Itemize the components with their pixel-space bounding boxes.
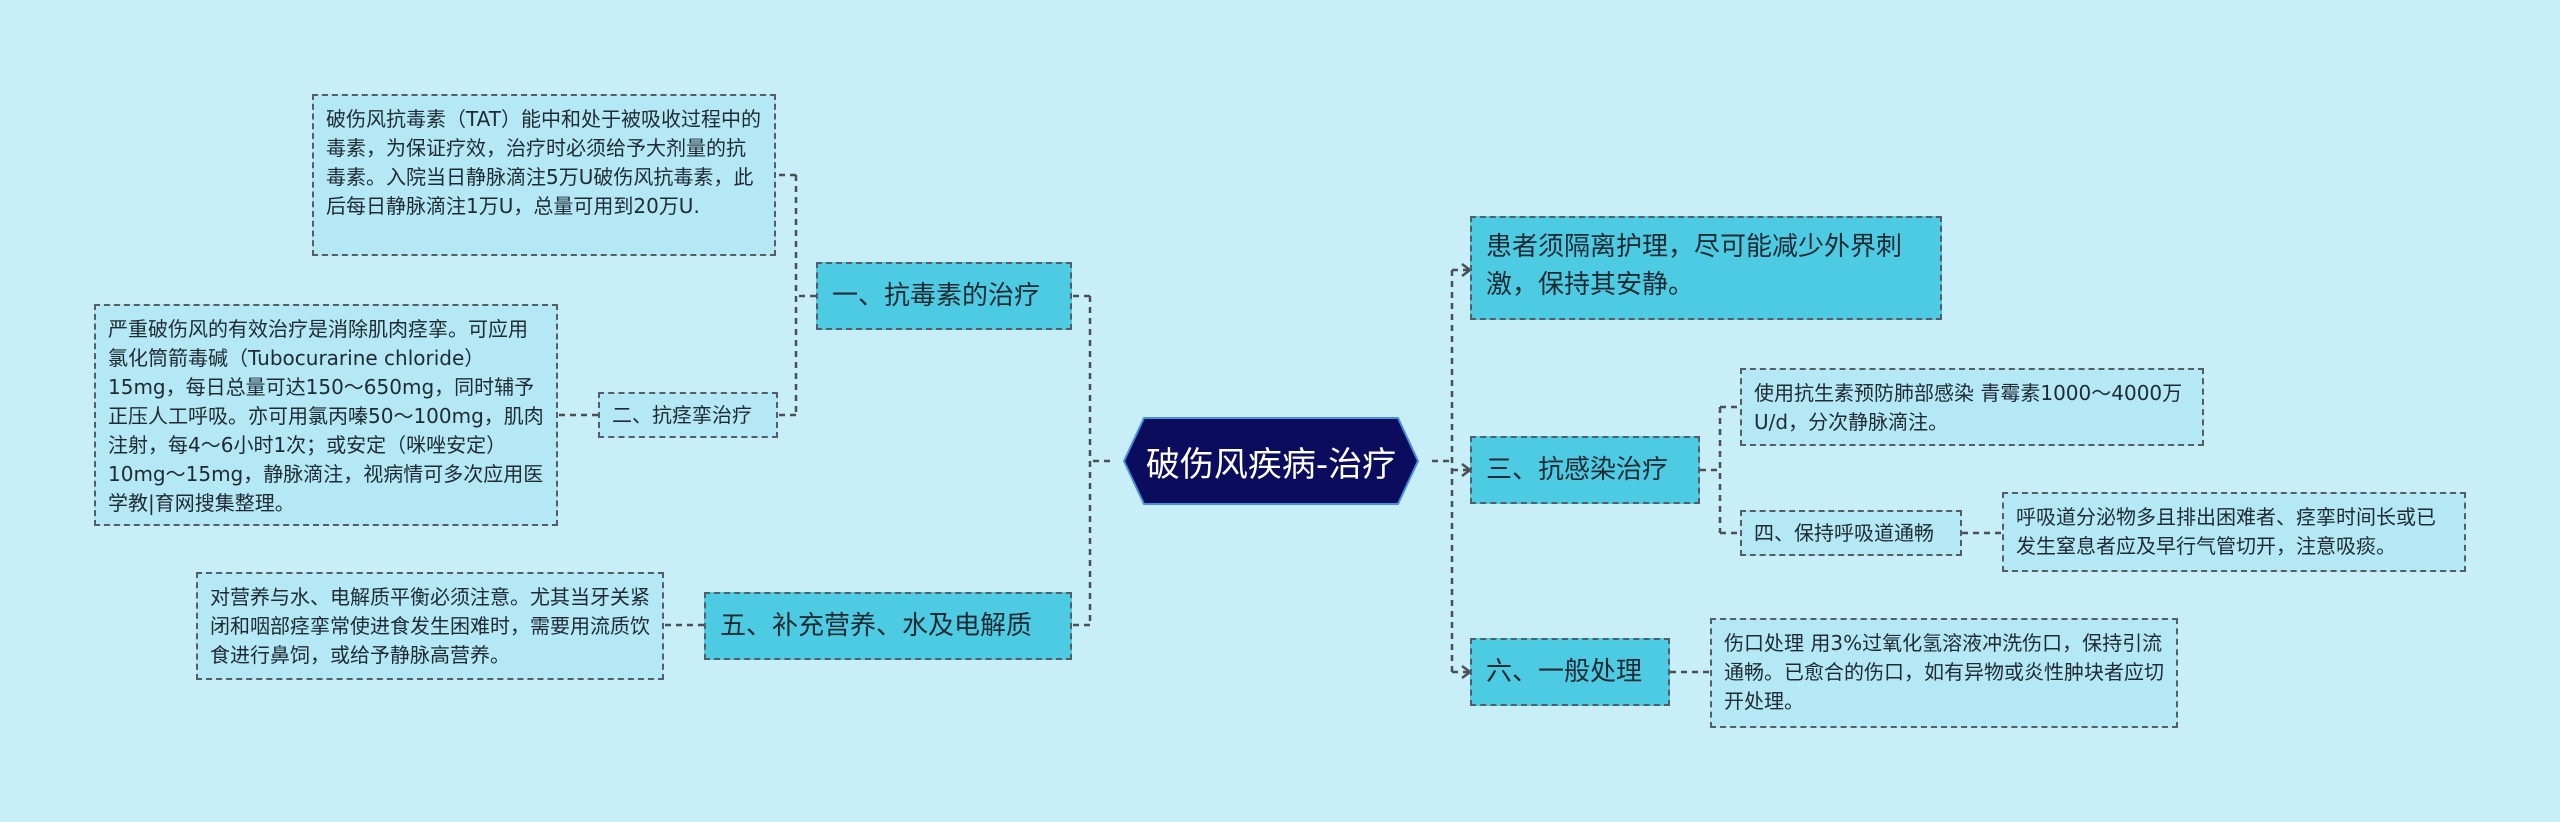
b4-detail-node[interactable]: 呼吸道分泌物多且排出困难者、痉挛时间长或已发生窒息者应及早行气管切开，注意吸痰。 (2002, 492, 2466, 572)
b1-branch-node[interactable]: 一、抗毒素的治疗 (816, 262, 1072, 330)
b6-detail-text: 伤口处理 用3%过氧化氢溶液冲洗伤口，保持引流通畅。已愈合的伤口，如有异物或炎性… (1724, 631, 2164, 713)
b4-branch-node[interactable]: 四、保持呼吸道通畅 (1740, 510, 1962, 556)
isolation-node[interactable]: 患者须隔离护理，尽可能减少外界刺激，保持其安静。 (1470, 216, 1942, 320)
b5-label: 五、补充营养、水及电解质 (720, 611, 1033, 641)
root-label: 破伤风疾病-治疗 (1145, 444, 1397, 485)
b6-branch-node[interactable]: 六、一般处理 (1470, 638, 1670, 706)
b5-detail-text: 对营养与水、电解质平衡必须注意。尤其当牙关紧闭和咽部痉挛常使进食发生困难时，需要… (210, 585, 650, 667)
b6-label: 六、一般处理 (1486, 657, 1643, 687)
root-node[interactable]: 破伤风疾病-治疗 (1110, 414, 1432, 508)
b4-label: 四、保持呼吸道通畅 (1754, 521, 1934, 545)
b5-branch-node[interactable]: 五、补充营养、水及电解质 (704, 592, 1072, 660)
root-hexagon (1122, 417, 1420, 505)
b5-detail-node[interactable]: 对营养与水、电解质平衡必须注意。尤其当牙关紧闭和咽部痉挛常使进食发生困难时，需要… (196, 572, 664, 680)
b1-label: 一、抗毒素的治疗 (832, 281, 1041, 311)
b3-detail-node[interactable]: 使用抗生素预防肺部感染 青霉素1000～4000万U/d，分次静脉滴注。 (1740, 368, 2204, 446)
b4-detail-text: 呼吸道分泌物多且排出困难者、痉挛时间长或已发生窒息者应及早行气管切开，注意吸痰。 (2016, 505, 2436, 558)
b3-label: 三、抗感染治疗 (1486, 455, 1669, 485)
b1-detail-node[interactable]: 破伤风抗毒素（TAT）能中和处于被吸收过程中的毒素，为保证疗效，治疗时必须给予大… (312, 94, 776, 256)
b2-label: 二、抗痉挛治疗 (612, 403, 752, 427)
b3-detail-text: 使用抗生素预防肺部感染 青霉素1000～4000万U/d，分次静脉滴注。 (1754, 381, 2183, 434)
b2-branch-node[interactable]: 二、抗痉挛治疗 (598, 392, 778, 438)
b2-detail-text: 严重破伤风的有效治疗是消除肌肉痉挛。可应用氯化筒箭毒碱（Tubocurarine… (108, 317, 544, 515)
b3-branch-node[interactable]: 三、抗感染治疗 (1470, 436, 1700, 504)
b6-detail-node[interactable]: 伤口处理 用3%过氧化氢溶液冲洗伤口，保持引流通畅。已愈合的伤口，如有异物或炎性… (1710, 618, 2178, 728)
b1-detail-text: 破伤风抗毒素（TAT）能中和处于被吸收过程中的毒素，为保证疗效，治疗时必须给予大… (326, 107, 762, 218)
isolation-text: 患者须隔离护理，尽可能减少外界刺激，保持其安静。 (1486, 232, 1903, 300)
b2-detail-node[interactable]: 严重破伤风的有效治疗是消除肌肉痉挛。可应用氯化筒箭毒碱（Tubocurarine… (94, 304, 558, 526)
